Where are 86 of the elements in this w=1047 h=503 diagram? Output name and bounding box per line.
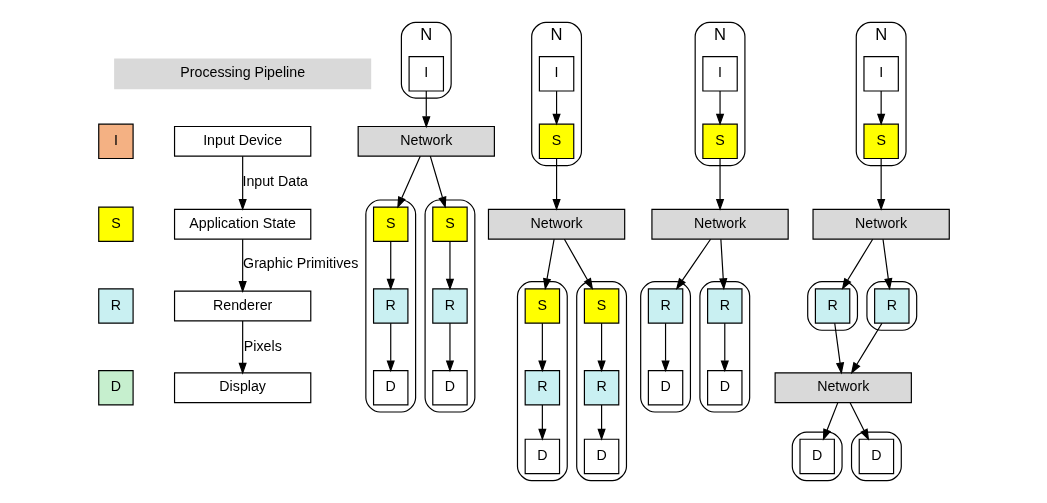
cluster [698,281,750,413]
edge-label: Pixels [243,338,282,355]
node-box: D [524,438,560,475]
arrow [876,158,885,211]
arrow [718,238,727,291]
node-box: I [862,56,899,92]
arrow [386,240,395,291]
node-box: Network [774,372,912,404]
node-box: D [647,369,683,406]
arrow [833,322,844,375]
node-box: S [524,288,560,324]
arrow [660,322,670,373]
node-box: R [97,288,134,324]
node-box: Application State [173,208,311,240]
node-box: Display [173,372,311,404]
cluster [791,431,843,482]
arrow [396,155,421,209]
cluster [364,199,416,413]
node-box: D [431,369,468,406]
node-box: R [583,369,619,406]
arrow [421,90,430,129]
node-box: I [408,56,444,92]
node-box: R [706,288,743,324]
node-box: Input Device [173,125,311,157]
cluster [806,281,858,331]
cluster [865,281,917,331]
arrow [720,322,729,373]
node-box: R [431,288,468,324]
arrow [551,90,561,126]
node-box: Network [811,208,950,240]
arrow [849,402,869,441]
node-box: Processing Pipeline [113,58,371,90]
arrow [238,320,247,375]
node-box: D [372,369,408,406]
node-box: R [372,288,408,324]
arrow [841,238,873,290]
node-box: D [706,369,743,406]
arrow [238,238,247,293]
arrow [537,322,546,373]
node-box: Network [650,208,789,240]
node-box: S [583,288,619,324]
cluster [516,281,568,482]
arrow [551,158,561,211]
node-box: R [647,288,683,324]
node-box: I [701,56,738,92]
node-box: D [583,438,619,475]
node-box: Network [357,125,495,157]
arrow [876,90,885,126]
node-box: S [538,123,574,160]
edge-label: Input Data [241,173,308,190]
cluster [850,431,902,482]
edge-label: Graphic Primitives [242,255,358,272]
arrow [563,238,593,290]
node-box: R [524,369,560,406]
node-box: I [538,56,574,92]
node-box: S [97,206,134,242]
arrow [822,402,838,441]
arrow [850,322,883,375]
arrow [445,240,454,291]
arrow [537,404,546,441]
arrow [429,155,446,209]
arrow [881,238,892,291]
node-box: S [701,123,738,160]
arrow [386,322,395,373]
cluster [424,199,475,413]
arrow [596,404,606,441]
node-box: R [814,288,850,324]
arrow [596,322,606,373]
node-box: S [372,206,408,242]
arrow [675,238,711,290]
node-box: R [873,288,910,324]
node-box: S [862,123,899,160]
node-box: Renderer [173,290,311,322]
arrow [715,158,724,211]
arrow [715,90,724,126]
arrow [445,322,454,373]
arrow [542,238,555,291]
node-box: I [97,123,134,160]
arrow [238,155,247,211]
node-box: S [431,206,468,242]
node-box: D [858,438,894,475]
node-box: D [798,438,835,475]
cluster [639,281,691,413]
node-box: Network [487,208,625,240]
node-box: D [97,369,134,406]
cluster [575,281,627,482]
